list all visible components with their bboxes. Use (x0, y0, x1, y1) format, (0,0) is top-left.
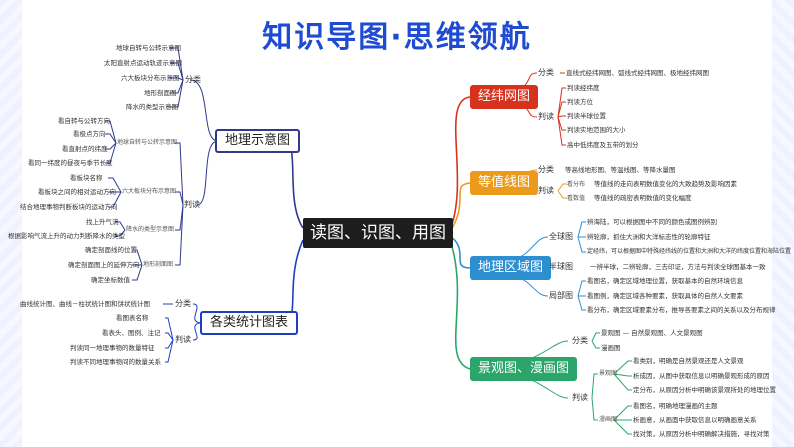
tongji-fenlei: 分类 (175, 299, 191, 308)
quyu-jubu: 局部图 (549, 291, 573, 300)
jingwei-panduan: 判读 (538, 112, 554, 121)
dengzhi-sub2: 看数值 (567, 195, 586, 202)
left-decor-stripe (0, 0, 22, 447)
dili-g3-item: 根据影响气流上升的动力判断降水的类型 (8, 232, 125, 240)
node-dengzhi: 等值线图 (470, 171, 539, 195)
quyu-banqiu: 半球图 (549, 262, 573, 271)
jingwei-item: 判读实地范围的大小 (567, 126, 626, 134)
quyu-jubu-item: 看图例，确定区域各种要素，获取具体的自然人文要素 (587, 292, 743, 300)
dili-g3-item: 找上升气流 (86, 218, 119, 226)
jingguan-fenlei: 分类 (572, 336, 588, 345)
dengzhi-fenlei: 分类 (538, 165, 554, 174)
jingwei-fenlei: 分类 (538, 68, 554, 77)
node-quyu: 地理区域图 (470, 256, 552, 280)
quyu-quanqiu-item: 定经纬，可以根据图中特殊经纬线的位置和大洲和大洋的纬度位置和海陆位置 (587, 248, 792, 255)
jingwei-item: 高中低纬度及五带的划分 (567, 141, 639, 149)
node-dili-shiyitu: 地理示意图 (215, 129, 301, 153)
jingwei-item: 判读方位 (567, 98, 593, 106)
jingguan-jg-label: 景观图 (599, 370, 618, 377)
quyu-jubu-item: 看分布，确定区域要素分布，推导各要素之间的关系以及分布规律 (587, 306, 776, 314)
dili-g4-item: 确定剖面线的位置 (85, 246, 137, 254)
dili-fenlei-item: 地形剖面图 (144, 89, 177, 97)
dili-g2-label: 六大板块分布示意图 (122, 188, 177, 195)
jingguan-jg-item: 析成因，从图中获取信息以明确景观形成的原因 (633, 372, 770, 380)
jingguan-panduan: 判读 (572, 393, 588, 402)
dengzhi-panduan: 判读 (538, 186, 554, 195)
dili-fenlei-item: 六大板块分布示意图 (121, 74, 180, 82)
quyu-jubu-item: 看图名，确定区域地理位置，获取基本的自然环境信息 (587, 277, 743, 285)
dili-fenlei-item: 地球自转与公转示意图 (116, 44, 181, 52)
dili-fenlei-item: 降水的类型示意图 (126, 103, 178, 111)
dili-g1-item: 看自转与公转方向 (58, 117, 110, 125)
center-node: 读图、识图、用图 (303, 218, 453, 248)
tongji-item: 看表头、图例、注记 (102, 329, 161, 337)
jingwei-item: 判读经纬度 (567, 84, 600, 92)
dili-g1-label: 地球自转与公转示意图 (117, 139, 178, 146)
jingwei-fenlei-item: 直线式经纬网图、弧线式经纬网图、极地经纬网图 (566, 69, 709, 77)
tongji-panduan: 判读 (175, 335, 191, 344)
dili-g4-label: 地形剖面图 (143, 261, 174, 268)
dili-g1-item: 看同一纬度的昼夜与季节长度 (28, 159, 113, 167)
quyu-quanqiu-item: 辨海陆，可以根据图中不同的颜色或图例辨别 (587, 218, 717, 226)
dili-g4-item: 确定剖面图上的延伸方向 (68, 261, 140, 269)
tongji-item: 判读同一地理事物的数量特征 (70, 344, 155, 352)
dili-g2-item: 结合地理事物判断板块的运动方向 (20, 203, 118, 211)
jingguan-mh-item: 析画意，从画面中获取信息以明确画意关系 (633, 416, 757, 424)
jingguan-mh-item: 看图名，明确地理漫画的主题 (633, 402, 718, 410)
dili-fenlei-item: 太阳直射点运动轨迹示意图 (104, 59, 182, 67)
dili-g4-item: 确定坐标数值 (91, 276, 130, 284)
dili-g1-item: 看直射点的纬度 (62, 145, 108, 153)
node-tongji-tubiao: 各类统计图表 (200, 311, 299, 335)
jingguan-fenlei-item: 漫画图 (601, 344, 621, 352)
jingwei-item: 判读半球位置 (567, 112, 606, 120)
quyu-quanqiu: 全球图 (549, 232, 573, 241)
jingguan-jg-item: 看类别，明确是自然景观还是人文景观 (633, 357, 744, 365)
dili-g3-label: 降水的类型示意图 (126, 226, 175, 233)
tongji-item: 判读不同地理事物间的数量关系 (70, 358, 161, 366)
right-decor-stripe (772, 0, 794, 447)
dili-panduan: 判读 (184, 200, 200, 209)
dengzhi-item1: 等值线的走向表明数值变化的大致趋势及影响因素 (594, 180, 737, 188)
dili-g2-item: 看板块之间的相对运动方向 (38, 188, 116, 196)
dili-fenlei: 分类 (185, 75, 201, 84)
jingguan-mh-label: 漫画图 (599, 416, 618, 423)
tongji-item: 看图表名称 (116, 314, 149, 322)
dili-g2-item: 看板块名称 (70, 174, 103, 182)
dengzhi-fenlei-item: 等高线地形图、等温线图、等降水量图 (565, 166, 676, 174)
quyu-quanqiu-item: 辨轮廓，抓住大洲和大洋标志性的轮廓特征 (587, 233, 711, 241)
jingguan-jg-item: 定分布，从原因分析中明确该景观所处的地理位置 (633, 386, 776, 394)
dengzhi-sub1: 看分布 (567, 181, 586, 188)
dengzhi-item2: 等值线的疏密表明数值的变化幅度 (594, 194, 692, 202)
node-jingguan: 景观图、漫画图 (470, 357, 578, 381)
dili-g1-item: 看极点方向 (73, 130, 106, 138)
quyu-banqiu-item: 一辨半球，二辨轮廓，三去印证，方法与判读全球图基本一致 (590, 263, 766, 271)
jingguan-fenlei-item: 景观图 — 自然景观图、人文景观图 (601, 329, 703, 337)
jingguan-mh-item: 找对策，从原因分析中明确解决措施，寻找对策 (633, 430, 770, 438)
tongji-fenlei-item: 曲线统计图、曲线－柱状统计图和饼状统计图 (20, 300, 150, 308)
page-title: 知识导图·思维领航 (262, 20, 532, 55)
node-jingwei: 经纬网图 (470, 85, 539, 109)
